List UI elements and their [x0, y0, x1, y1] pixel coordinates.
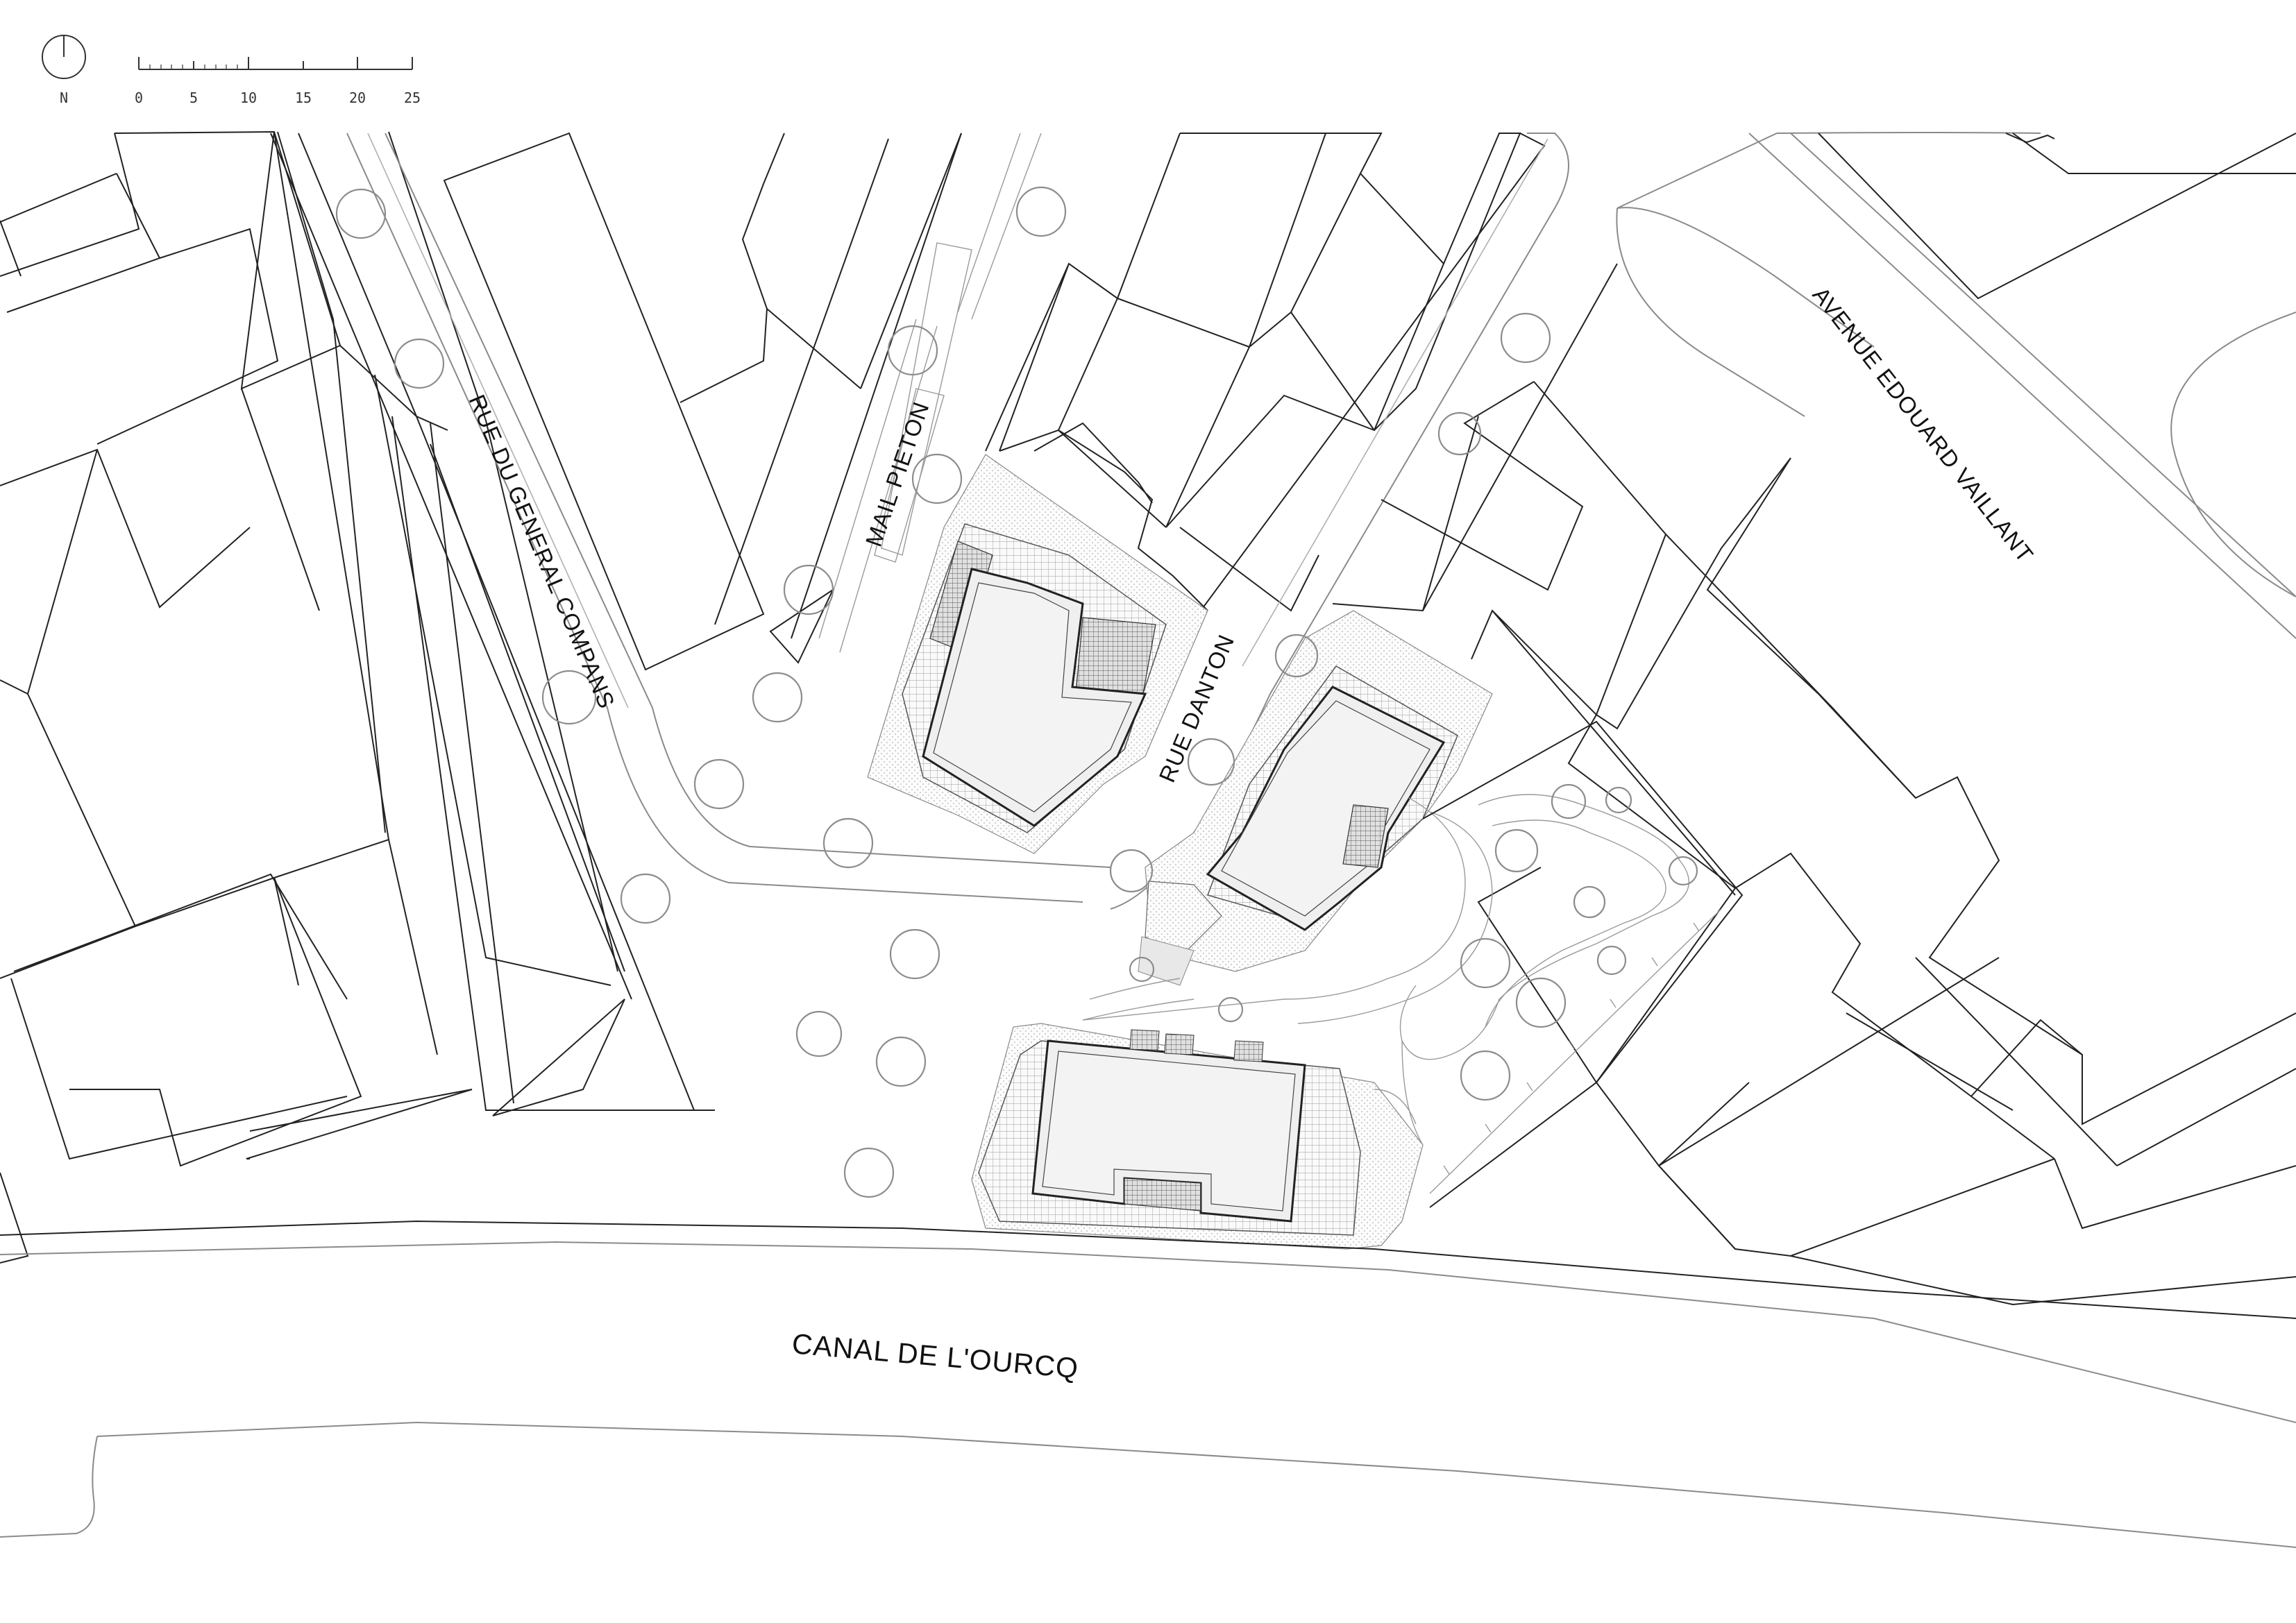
tree [843, 1147, 895, 1198]
tree [1668, 856, 1698, 886]
tree [783, 564, 834, 615]
building-1 [867, 454, 1208, 854]
tree [889, 928, 940, 980]
label-avenue-edouard-vaillant: AVENUE EDOUARD VAILLANT [1807, 282, 2038, 568]
tree [887, 325, 938, 376]
tree [1187, 738, 1235, 786]
tree [795, 1010, 843, 1057]
scale-tick-5: 5 [189, 90, 198, 106]
rue-general-compans-edges [270, 131, 1111, 1111]
label-mail-pieton: MAIL PIETON [861, 398, 934, 550]
trees [335, 186, 1698, 1198]
tree [1460, 1050, 1511, 1101]
north-label: N [60, 90, 68, 106]
tree [1217, 996, 1244, 1023]
tree [1605, 786, 1632, 814]
tree [752, 672, 803, 723]
tree [1551, 783, 1587, 819]
tree [620, 873, 671, 924]
tree [1109, 849, 1154, 893]
scale-tick-10: 10 [240, 90, 257, 106]
scale-tick-0: 0 [135, 90, 143, 106]
tree [1596, 945, 1627, 976]
tree [1515, 977, 1567, 1028]
tree [1573, 885, 1606, 919]
tree [875, 1036, 927, 1087]
west-buildings [0, 130, 625, 1264]
tree [1460, 937, 1511, 989]
tree [394, 338, 445, 389]
east-buildings [1332, 132, 2296, 1306]
tree [1494, 829, 1539, 873]
building-3 [971, 1023, 1424, 1250]
scale-bar: 0 5 10 15 20 25 [135, 57, 421, 106]
central-west-block [443, 132, 1042, 671]
north-arrow: N [42, 35, 86, 106]
tree [911, 453, 963, 504]
tree [693, 758, 745, 810]
tree [1500, 312, 1551, 364]
tree [1015, 186, 1067, 237]
tree [541, 670, 597, 725]
tree [1437, 411, 1482, 456]
tree [1129, 956, 1155, 983]
tree [1274, 634, 1319, 678]
tree [335, 188, 387, 239]
scale-tick-20: 20 [349, 90, 366, 106]
building-2 [1138, 610, 1493, 986]
scale-tick-25: 25 [404, 90, 421, 106]
canal-banks [0, 1220, 2296, 1548]
label-canal-de-lourcq: CANAL DE L'OURCQ [791, 1327, 1080, 1384]
tree [822, 817, 874, 869]
scale-tick-15: 15 [295, 90, 312, 106]
